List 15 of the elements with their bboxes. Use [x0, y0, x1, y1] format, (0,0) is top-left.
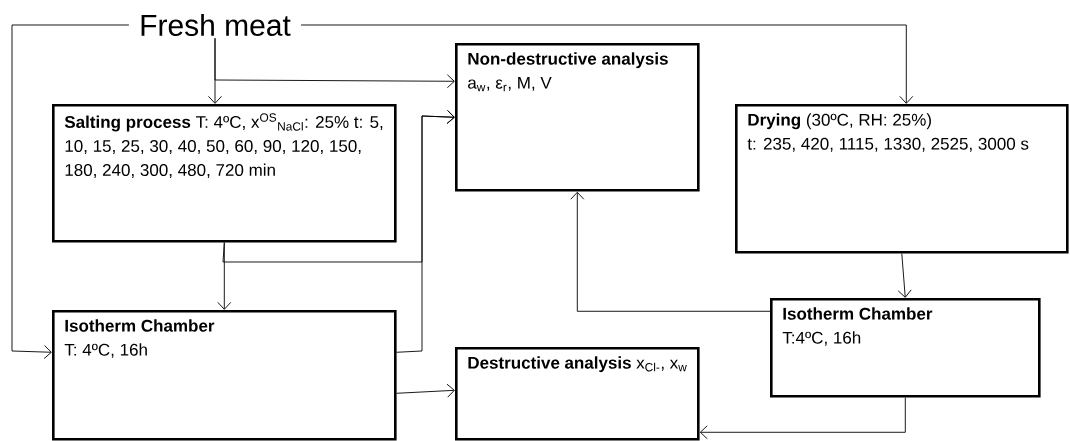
- arrow: [11, 24, 130, 359]
- process-box: Non-destructive analysis a$_{w}$, ε$_{r}$, M, V: [455, 43, 700, 192]
- process-box: Isotherm Chamber T:4ºC, 16h: [770, 298, 1041, 398]
- arrow: [699, 397, 906, 440]
- process-box: Salting process T: 4ºC, x$^{OS}$$_{NaCl}$: 25% t: 5, 10, 15, 25, 30, 40, 50, 60, 90, 120, 150, 180, 240, 300, 480, 720 min: [52, 104, 397, 243]
- arrow: [300, 24, 914, 104]
- process-box: Drying (30ºC, RH: 25%) t: 235, 420, 1115, 1330, 2525, 3000 s: [735, 104, 1069, 254]
- arrow: [396, 110, 455, 353]
- arrow: [396, 383, 455, 398]
- source-label: Fresh meat: [141, 14, 291, 36]
- arrow: [570, 191, 771, 312]
- process-box: Isotherm Chamber T: 4ºC, 16h: [52, 310, 397, 441]
- process-box: Destructive analysis x$_{Cl-}$, x$_{w}$: [455, 347, 700, 441]
- arrow: [214, 37, 455, 89]
- arrow: [897, 253, 912, 298]
